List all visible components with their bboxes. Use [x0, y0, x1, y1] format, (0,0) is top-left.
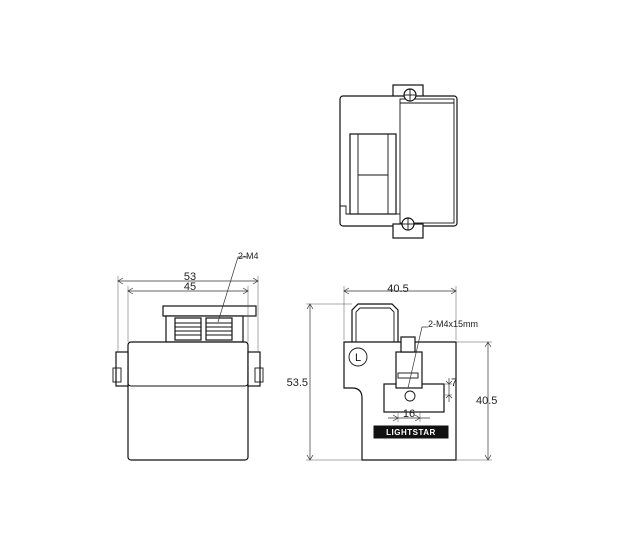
side-terminal-cap [400, 336, 416, 353]
dim-label-40-5-right: 40.5 [476, 395, 497, 407]
note-2-m4x15mm: 2-M4x15mm [428, 319, 478, 329]
front-ear-left [115, 351, 129, 387]
leader-2-m4x15mm [407, 326, 428, 389]
front-ear-clip-left [112, 367, 122, 383]
side-screw-hole [404, 390, 416, 402]
side-bracket [351, 303, 399, 342]
front-body [127, 341, 249, 461]
screw-icon [403, 88, 417, 102]
polarity-mark: L [355, 352, 361, 364]
side-terminal-post [395, 351, 423, 389]
side-dimensions [306, 286, 492, 461]
terminal-screw-right [205, 317, 233, 341]
side-terminal-housing [383, 383, 445, 413]
cover-panel [399, 98, 455, 224]
dim-label-53-5: 53.5 [287, 377, 308, 389]
front-dimensions [117, 256, 259, 352]
screw-icon [401, 217, 415, 231]
side-bracket-inner [355, 307, 395, 342]
dim-label-7: 7 [451, 377, 457, 389]
front-view [112, 305, 264, 461]
brand-logo-plate [373, 425, 449, 439]
coil-block [349, 133, 397, 215]
note-2-m4: 2-M4 [238, 251, 259, 261]
dim-label-45: 45 [184, 281, 196, 293]
dim-label-53: 53 [184, 271, 196, 283]
terminal-screw-left [174, 317, 202, 341]
coil-flange-right [387, 133, 397, 215]
side-terminal-slot [397, 372, 419, 379]
side-view [343, 303, 457, 461]
dim-label-16: 16 [403, 408, 415, 420]
front-top-plate [162, 305, 257, 317]
dim-label-40-5-top: 40.5 [387, 283, 408, 295]
leader-2-m4 [217, 256, 248, 323]
base-step-left [340, 205, 350, 215]
front-ear-right [247, 351, 261, 387]
coil-flange-left [349, 133, 359, 215]
front-ear-clip-right [254, 367, 264, 383]
brand-logo: LIGHTSTAR [386, 428, 436, 437]
top-view [339, 84, 458, 239]
polarity-circle [348, 347, 368, 367]
